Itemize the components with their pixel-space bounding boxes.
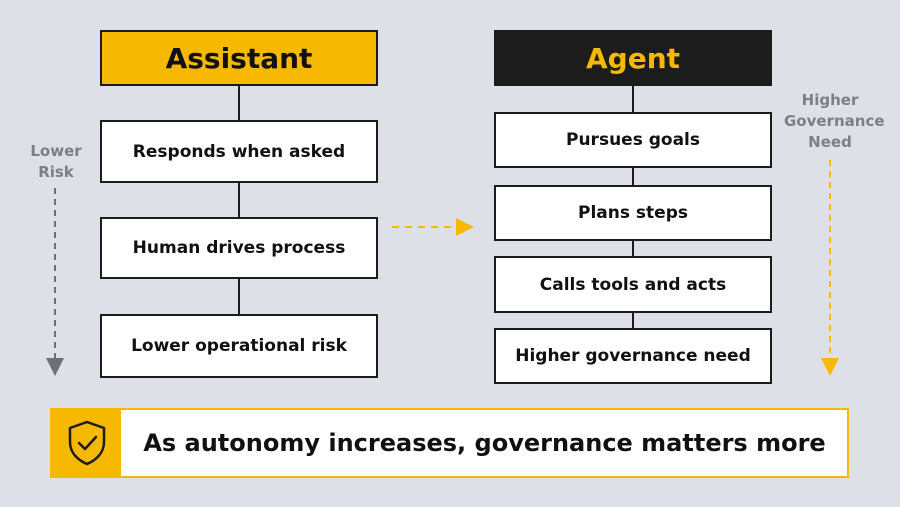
higher-governance-label-line3: Need: [808, 133, 852, 151]
assistant-connector-3: [238, 279, 240, 314]
assistant-connector-2: [238, 183, 240, 217]
assistant-to-agent-arrow-icon: [392, 218, 474, 236]
agent-item-plans-steps: Plans steps: [494, 185, 772, 241]
agent-connector-4: [632, 313, 634, 328]
banner-icon-block: [52, 410, 121, 476]
assistant-item-lower-operational-risk: Lower operational risk: [100, 314, 378, 378]
higher-governance-label-line2: Governance: [784, 112, 885, 130]
shield-check-icon: [68, 420, 105, 466]
lower-risk-arrow-icon: [46, 188, 64, 376]
higher-governance-arrow-icon: [821, 160, 839, 376]
higher-governance-label: Higher Governance Need: [784, 90, 885, 153]
agent-item-higher-governance-need: Higher governance need: [494, 328, 772, 384]
agent-connector-1: [632, 86, 634, 112]
assistant-header: Assistant: [100, 30, 378, 86]
assistant-connector-1: [238, 86, 240, 120]
lower-risk-label-line2: Risk: [38, 163, 74, 181]
agent-item-calls-tools: Calls tools and acts: [494, 256, 772, 313]
lower-risk-label: Lower Risk: [24, 141, 88, 183]
assistant-item-human-drives-process: Human drives process: [100, 217, 378, 279]
higher-governance-label-line1: Higher: [801, 91, 859, 109]
governance-banner: As autonomy increases, governance matter…: [50, 408, 849, 478]
agent-connector-2: [632, 168, 634, 185]
lower-risk-label-line1: Lower: [30, 142, 82, 160]
assistant-item-responds-when-asked: Responds when asked: [100, 120, 378, 183]
agent-connector-3: [632, 241, 634, 256]
agent-item-pursues-goals: Pursues goals: [494, 112, 772, 168]
banner-text: As autonomy increases, governance matter…: [143, 429, 826, 457]
agent-header: Agent: [494, 30, 772, 86]
